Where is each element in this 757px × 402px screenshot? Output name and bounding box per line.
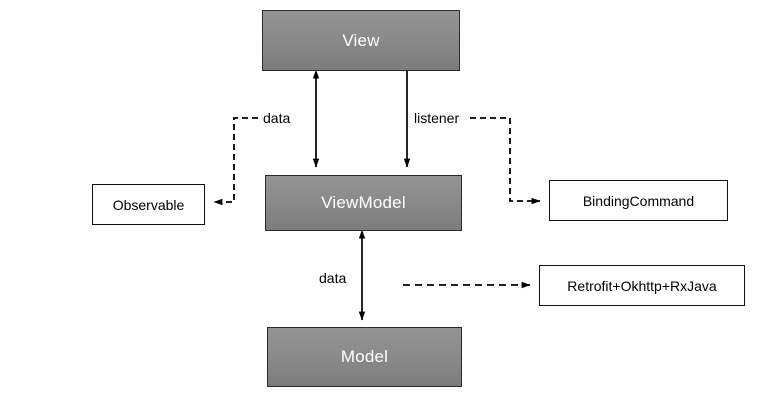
node-binding-command-label: BindingCommand (582, 192, 695, 209)
node-network-stack-label: Retrofit+Okhttp+RxJava (567, 277, 717, 294)
node-model[interactable]: Model (267, 327, 462, 387)
edge-label-listener: listener (414, 110, 460, 126)
node-observable[interactable]: Observable (92, 184, 205, 225)
edge-label-data-model: data (319, 270, 347, 286)
edge-viewmodel-to-binding-command (470, 117, 541, 205)
node-network-stack[interactable]: Retrofit+Okhttp+RxJava (539, 265, 745, 306)
node-viewmodel-label: ViewModel (321, 193, 406, 212)
node-model-label: Model (340, 347, 389, 366)
node-view-label: View (342, 30, 380, 50)
edge-label-data-observable: data (263, 110, 291, 126)
node-view[interactable]: View (262, 10, 460, 71)
node-binding-command[interactable]: BindingCommand (549, 180, 728, 221)
node-observable-label: Observable (112, 196, 185, 213)
edge-viewmodel-to-observable (213, 117, 258, 206)
node-viewmodel[interactable]: ViewModel (265, 175, 462, 231)
